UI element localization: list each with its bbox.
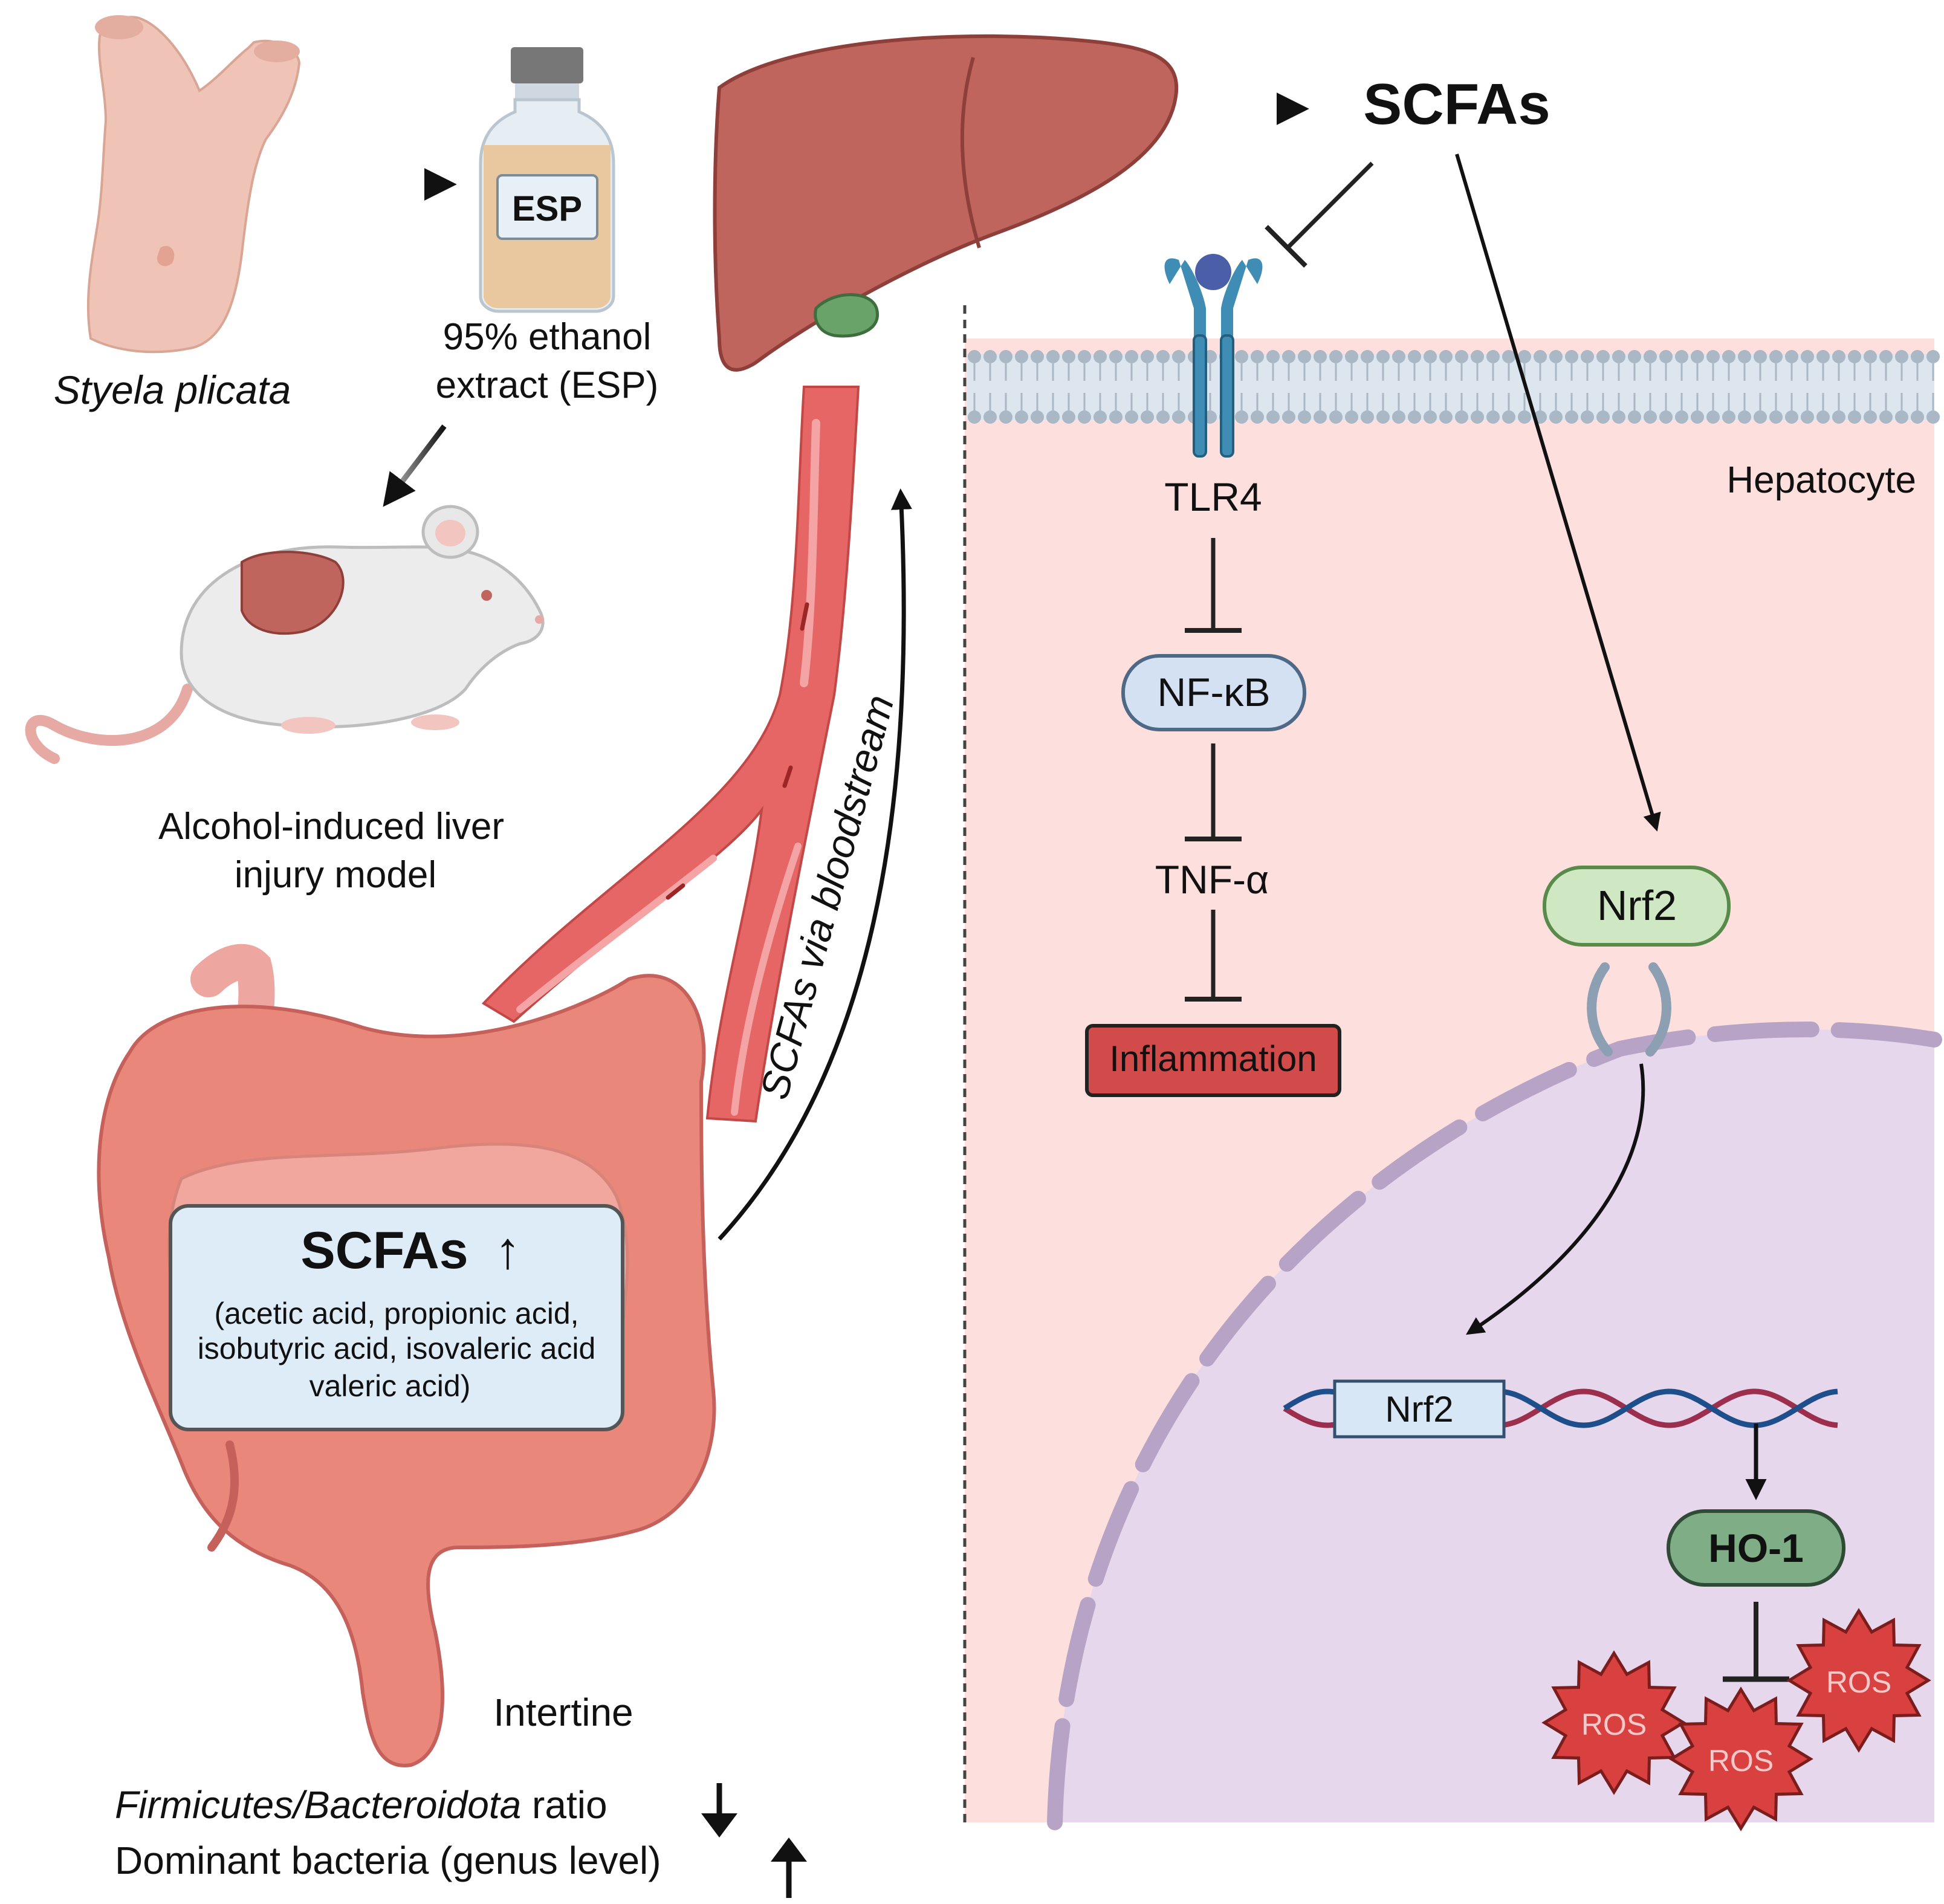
esp-to-mouse-arrow: [383, 424, 447, 507]
ratio-line: Firmicutes/Bacteroidota ratio: [115, 1783, 608, 1827]
scfas-title: SCFAs: [1363, 72, 1550, 137]
nrf2-translocation-arrow: [1465, 1063, 1645, 1335]
ros-star-1: [1541, 1650, 1686, 1795]
blood-vessel-icon: [481, 386, 860, 1123]
ho1-node: [1667, 1509, 1845, 1587]
ros-star-3: [1668, 1686, 1813, 1831]
mouse-icon: [25, 505, 545, 764]
tlr4-receptor-icon: [1164, 254, 1263, 458]
nfkb-node: [1121, 654, 1306, 731]
ros-label-2: ROS: [1826, 1665, 1891, 1699]
ros-star-2: [1786, 1608, 1931, 1753]
ho1-inhibit-ros: [1723, 1602, 1789, 1682]
inflammation-label: Inflammation: [1109, 1038, 1317, 1079]
dominant-bacteria-line: Dominant bacteria (genus level): [115, 1839, 661, 1882]
tlr4-inhibit-nfkb: [1185, 538, 1242, 633]
organism-label: Styela plicata: [54, 368, 291, 412]
scfa-acids-line1: (acetic acid, propionic acid,: [214, 1297, 578, 1330]
inflammation-node: [1085, 1024, 1341, 1097]
nrf2-cyto-label: Nrf2: [1597, 882, 1677, 929]
up-arrow-icon: [771, 1838, 807, 1898]
esp-bottle-icon: ESP: [479, 47, 615, 313]
mouse-label-line1: Alcohol-induced liver: [158, 806, 504, 847]
scfa-box-title: SCFAs: [300, 1222, 468, 1280]
ho1-label: HO-1: [1708, 1526, 1804, 1570]
tnf-label: TNF-α: [1155, 857, 1269, 902]
scfa-acids-line3: valeric acid): [309, 1369, 471, 1403]
scfa-increase-box: [169, 1204, 624, 1431]
mouse-label-line2: injury model: [235, 854, 436, 896]
styela-plicata-icon: [86, 15, 301, 354]
ros-cluster: ROS ROS ROS: [1541, 1608, 1931, 1831]
extract-label-line2: extract (ESP): [436, 364, 659, 406]
ros-label-1: ROS: [1581, 1708, 1647, 1741]
tlr4-label: TLR4: [1164, 474, 1262, 519]
ros-label-3: ROS: [1708, 1744, 1774, 1778]
cell-membrane: [967, 350, 1940, 424]
esp-bottle-label: ESP: [512, 189, 582, 228]
nrf2-gene-label: Nrf2: [1385, 1389, 1453, 1430]
nfkb-label: NF-κB: [1158, 670, 1271, 714]
ratio-rest: ratio: [521, 1783, 607, 1827]
scfas-to-nrf2-arrow: [1455, 154, 1661, 832]
hepatocyte-label: Hepatocyte: [1726, 459, 1916, 501]
down-arrow-icon: [701, 1783, 737, 1838]
liver-icon: [713, 34, 1179, 372]
ratio-bacteroidota: Bacteroidota: [304, 1783, 521, 1827]
tnf-inhibit-inflammation: [1185, 910, 1242, 1002]
nfkb-inhibit-tnf: [1185, 743, 1242, 841]
nuclear-pore-icon: [1587, 962, 1671, 1057]
scfa-acids-line2: isobutyric acid, isovaleric acid: [198, 1332, 596, 1365]
ratio-firmicutes: Firmicutes: [115, 1783, 293, 1827]
scfas-inhibit-tlr4: [1265, 161, 1374, 268]
scfa-box-arrow: ↑: [495, 1222, 521, 1280]
bloodstream-arrow: [718, 488, 912, 1241]
intestine-label: Intertine: [493, 1691, 633, 1734]
extract-label-line1: 95% ethanol: [443, 316, 652, 358]
nrf2-cyto-node: [1543, 866, 1731, 947]
nrf2-gene-box: [1333, 1379, 1506, 1439]
